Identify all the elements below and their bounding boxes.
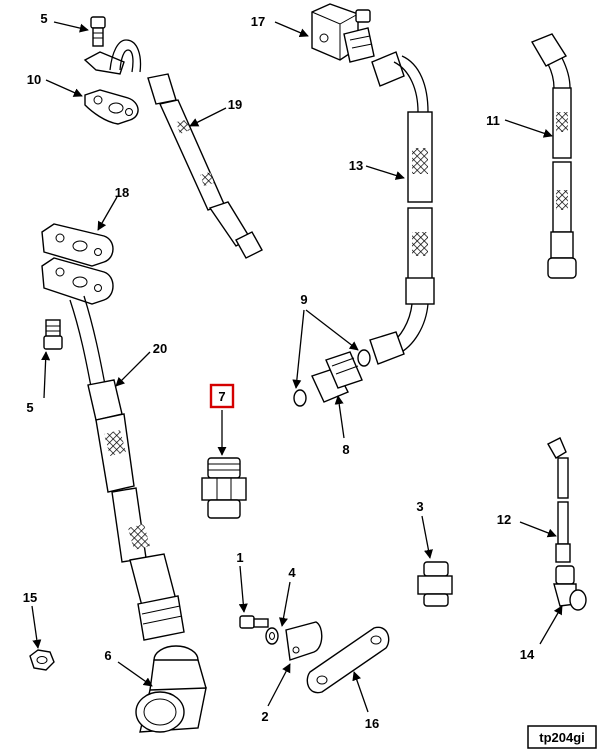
leader-arrow-12 (519, 521, 557, 538)
bolt-drawing-1 (239, 615, 269, 629)
gasket-drawing-18 (41, 223, 114, 305)
elbow-fitting-drawing-6 (135, 645, 207, 733)
leader-arrow-8 (334, 395, 345, 439)
leader-arrow-5-left (41, 351, 51, 399)
leader-arrow-15 (31, 605, 42, 649)
callout-15: 15 (23, 590, 37, 605)
callout-8: 8 (342, 442, 349, 457)
callout-3: 3 (416, 499, 423, 514)
leader-arrow-18 (97, 196, 118, 231)
callout-7: 7 (218, 389, 225, 404)
nut-drawing-15 (29, 649, 55, 671)
hose-assembly-drawing-12 (547, 437, 571, 563)
highlight-box-callout-7 (209, 383, 235, 409)
leader-arrow-2 (267, 663, 291, 707)
tube-assembly-drawing-20 (69, 295, 185, 641)
leader-arrow-20 (115, 351, 151, 387)
block-fitting-drawing-17 (311, 3, 375, 63)
callout-19: 19 (228, 97, 242, 112)
leader-arrow-9-right (305, 309, 359, 351)
leader-arrow-13 (365, 165, 405, 180)
fitting-drawing-7 (201, 457, 247, 519)
leader-arrow-1 (238, 565, 248, 613)
callout-17: 17 (251, 14, 265, 29)
leader-arrow-10 (45, 79, 83, 97)
callout-16: 16 (365, 716, 379, 731)
callout-5-left: 5 (26, 400, 33, 415)
callout-13: 13 (349, 158, 363, 173)
leader-arrow-6 (117, 661, 153, 687)
leader-arrow-4 (278, 581, 291, 627)
hose-assembly-drawing-11 (530, 33, 577, 279)
leader-arrows (31, 21, 563, 713)
washer-drawing-4 (265, 627, 279, 645)
callout-18: 18 (115, 185, 129, 200)
callout-14: 14 (520, 647, 535, 662)
leader-arrow-17 (274, 21, 309, 37)
callout-9: 9 (300, 292, 307, 307)
leader-arrow-5-top (53, 21, 89, 33)
callout-11: 11 (486, 113, 500, 128)
elbow-fitting-drawing-14 (553, 565, 587, 611)
gasket-drawing-top (84, 89, 139, 125)
o-ring-drawings-9 (293, 349, 371, 407)
callout-6: 6 (104, 648, 111, 663)
callout-20: 20 (153, 341, 167, 356)
fitting-drawing-8 (311, 351, 363, 403)
reference-code: tp204gi (539, 730, 585, 745)
bolt-drawing-left (43, 319, 63, 350)
leader-arrow-9-left (292, 309, 305, 389)
leader-arrow-11 (504, 119, 553, 138)
leader-arrow-16 (352, 671, 369, 713)
callout-12: 12 (497, 512, 511, 527)
leader-arrow-3 (421, 515, 433, 559)
tube-assembly-drawing-19 (83, 39, 263, 259)
bracket-drawing-16 (306, 626, 390, 694)
fitting-drawing-3 (417, 561, 453, 607)
clamp-drawing-2 (285, 621, 323, 661)
callout-4: 4 (288, 565, 296, 580)
reference-code-box: tp204gi (527, 725, 597, 749)
callout-10: 10 (27, 72, 41, 87)
callout-5-top: 5 (40, 11, 47, 26)
callout-1: 1 (236, 550, 243, 565)
bolt-drawing-top (90, 16, 106, 47)
callout-2: 2 (261, 709, 268, 724)
leader-arrow-19 (189, 107, 227, 127)
leader-arrow-14 (539, 605, 563, 645)
callout-labels: 5 10 19 18 5 20 7 17 13 9 8 11 12 14 3 1… (23, 11, 535, 731)
hose-assembly-drawing-13 (369, 51, 435, 365)
